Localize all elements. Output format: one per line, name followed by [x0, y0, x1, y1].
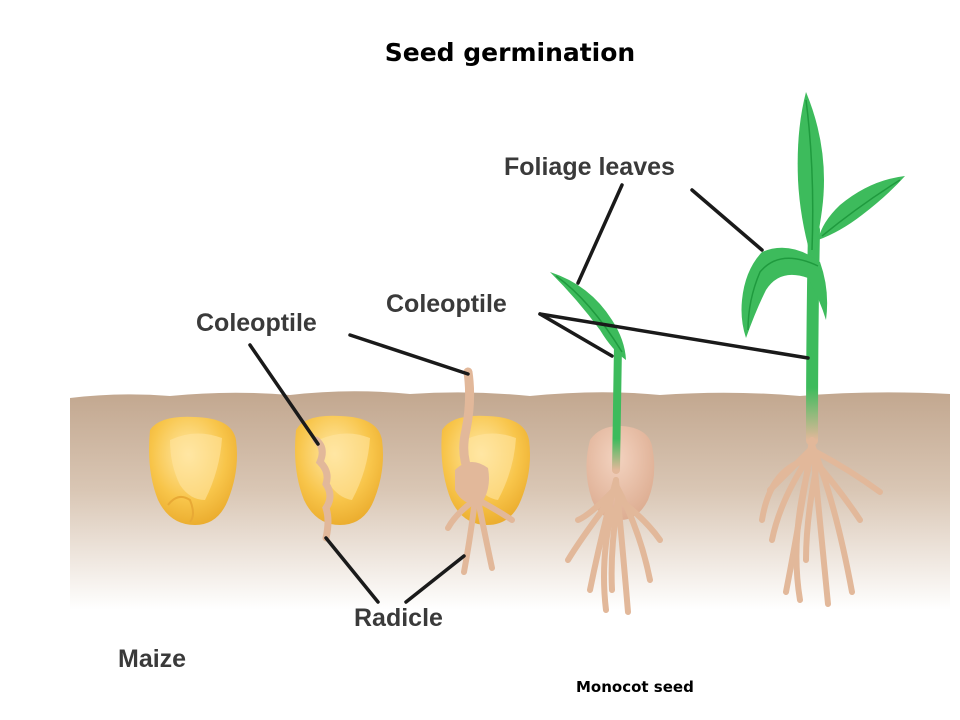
coleoptile-seed-3 [459, 367, 475, 480]
leaf-tall [797, 92, 824, 260]
seedling-stage-4 [550, 272, 663, 615]
pointer-lines [248, 183, 810, 604]
maize-seed-3 [441, 367, 530, 575]
label-coleoptile-left: Coleoptile [196, 309, 317, 337]
label-maize: Maize [118, 645, 187, 673]
label-radicle: Radicle [354, 604, 443, 632]
maize-seed-1 [149, 416, 237, 525]
leaf-left-drooping [741, 247, 828, 338]
label-coleoptile-right: Coleoptile [386, 290, 507, 318]
caption-monocot-seed: Monocot seed [576, 678, 694, 696]
stem-stage-5 [806, 224, 820, 446]
diagram-title: Seed germination [384, 38, 636, 67]
label-foliage-leaves: Foliage leaves [504, 153, 675, 181]
seedling-stage-5 [741, 92, 905, 607]
leaf-right [818, 176, 905, 240]
leaf-stage-4 [550, 272, 626, 360]
radicle-seed-2 [312, 436, 334, 542]
stem-stage-4 [612, 341, 622, 474]
